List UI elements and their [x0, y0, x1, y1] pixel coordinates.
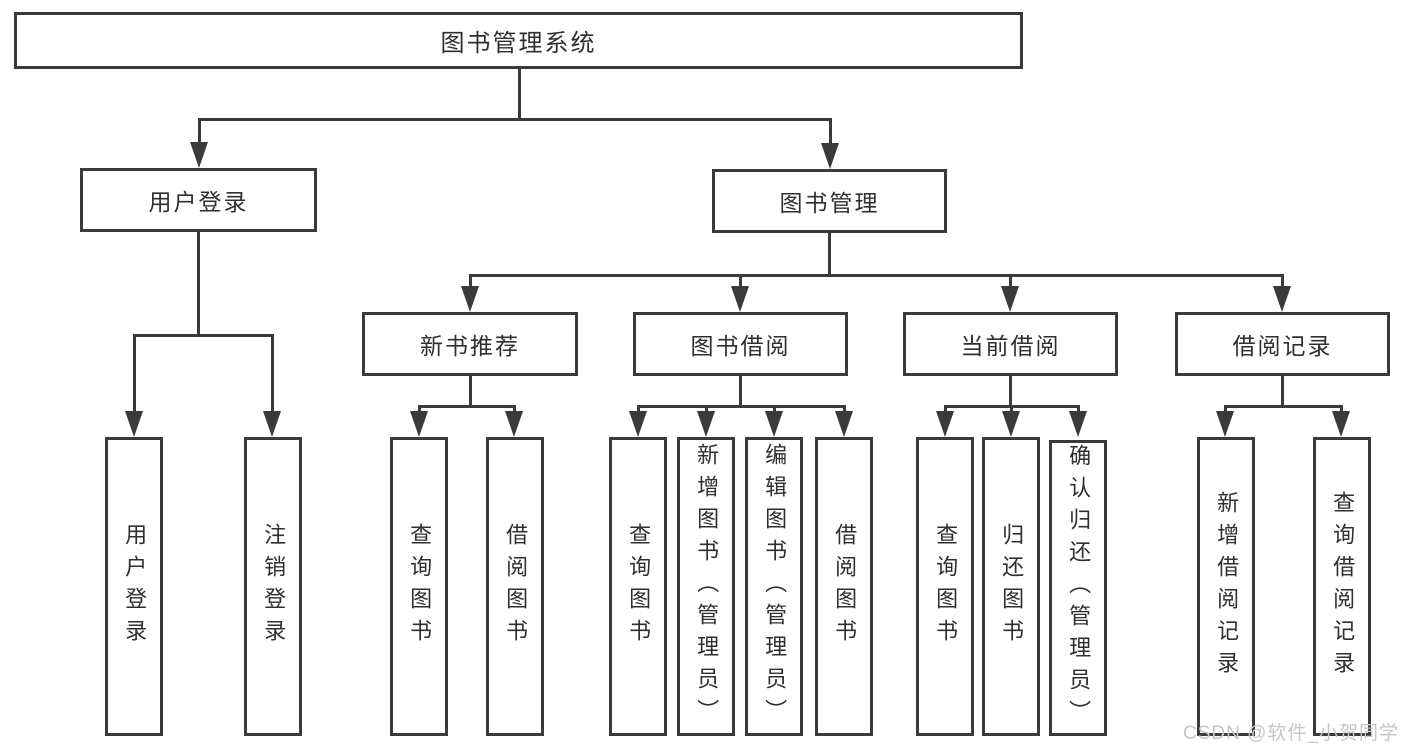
arrow-down-icon [410, 411, 428, 437]
node-label: 当前借阅 [960, 333, 1061, 359]
leaf-confirm-return-admin: 确认归还（管理员） [1049, 440, 1107, 736]
arrow-down-icon [190, 142, 208, 168]
connector-line [513, 405, 516, 415]
node-label: 新增借阅记录 [1214, 490, 1240, 683]
arrow-down-icon [731, 286, 749, 312]
arrow-down-icon [1001, 286, 1019, 312]
connector-line [271, 334, 274, 414]
connector-line [419, 405, 515, 408]
arrow-down-icon [1002, 411, 1020, 437]
node-label: 归还图书 [999, 522, 1025, 651]
arrow-down-icon [697, 411, 715, 437]
node-label: 查询图书 [407, 522, 433, 651]
leaf-search-books-2: 查询图书 [609, 437, 667, 736]
leaf-search-borrow-record: 查询借阅记录 [1313, 437, 1371, 736]
connector-line [638, 405, 844, 408]
node-label: 借阅图书 [503, 522, 529, 651]
watermark: CSDN @软件_小贺同学 [1183, 723, 1399, 744]
connector-line [1010, 405, 1013, 415]
node-label: 借阅图书 [832, 522, 858, 651]
arrow-down-icon [629, 411, 647, 437]
arrow-down-icon [1069, 411, 1087, 437]
arrow-down-icon [461, 286, 479, 312]
connector-line [829, 118, 832, 146]
connector-line [1281, 375, 1284, 407]
node-label: 图书管理 [779, 190, 880, 216]
connector-line [133, 334, 273, 337]
connector-line [469, 274, 472, 290]
node-label: 用户登录 [122, 522, 148, 651]
node-current-borrowing: 当前借阅 [903, 312, 1118, 376]
leaf-search-books: 查询图书 [390, 437, 448, 736]
connector-line [1077, 405, 1080, 415]
arrow-down-icon [936, 411, 954, 437]
node-book-management: 图书管理 [712, 169, 947, 233]
leaf-borrow-books-2: 借阅图书 [815, 437, 873, 736]
connector-line [198, 118, 832, 121]
connector-line [828, 232, 831, 276]
connector-line [773, 405, 776, 415]
leaf-edit-book-admin: 编辑图书（管理员） [745, 437, 803, 736]
leaf-add-borrow-record: 新增借阅记录 [1197, 437, 1255, 736]
node-label: 图书借阅 [690, 333, 791, 359]
connector-line [1009, 375, 1012, 407]
connector-line [198, 118, 201, 146]
node-label: 用户登录 [148, 189, 249, 215]
connector-line [133, 334, 136, 414]
node-label: 查询图书 [626, 522, 652, 651]
leaf-return-books: 归还图书 [982, 437, 1040, 736]
node-label: 确认归还（管理员） [1066, 444, 1092, 732]
connector-line [739, 274, 742, 290]
node-label: 查询图书 [933, 522, 959, 651]
arrow-down-icon [1273, 286, 1291, 312]
node-label: 查询借阅记录 [1330, 490, 1356, 683]
node-label: 图书管理系统 [440, 30, 597, 57]
node-user-login: 用户登录 [80, 168, 317, 232]
connector-line [705, 405, 708, 415]
connector-line [418, 405, 421, 415]
connector-line [1281, 274, 1284, 290]
connector-line [518, 68, 521, 121]
leaf-logout: 注销登录 [244, 437, 302, 736]
connector-line [637, 405, 640, 415]
connector-line [1009, 274, 1012, 290]
arrow-down-icon [835, 411, 853, 437]
leaf-borrow-books: 借阅图书 [486, 437, 544, 736]
node-book-borrowing: 图书借阅 [633, 312, 848, 376]
arrow-down-icon [1332, 411, 1350, 437]
arrow-down-icon [505, 411, 523, 437]
connector-line [469, 375, 472, 407]
connector-line [470, 274, 1283, 277]
connector-line [1225, 405, 1341, 408]
connector-line [944, 405, 947, 415]
node-label: 注销登录 [261, 522, 287, 651]
leaf-user-login: 用户登录 [105, 437, 163, 736]
connector-line [843, 405, 846, 415]
node-label: 新增图书（管理员） [694, 442, 720, 731]
node-library-management-system: 图书管理系统 [14, 12, 1023, 69]
connector-line [1224, 405, 1227, 415]
arrow-down-icon [765, 411, 783, 437]
connector-line [1340, 405, 1343, 415]
node-new-book-recommendation: 新书推荐 [362, 312, 578, 376]
arrow-down-icon [263, 411, 281, 437]
arrow-down-icon [125, 411, 143, 437]
leaf-add-book-admin: 新增图书（管理员） [677, 437, 735, 736]
node-borrowing-records: 借阅记录 [1175, 312, 1390, 376]
node-label: 编辑图书（管理员） [762, 442, 788, 731]
arrow-down-icon [1216, 411, 1234, 437]
connector-line [197, 231, 200, 336]
arrow-down-icon [821, 143, 839, 169]
connector-line [739, 375, 742, 407]
node-label: 新书推荐 [420, 333, 520, 359]
leaf-search-books-3: 查询图书 [916, 437, 974, 736]
node-label: 借阅记录 [1232, 333, 1333, 359]
